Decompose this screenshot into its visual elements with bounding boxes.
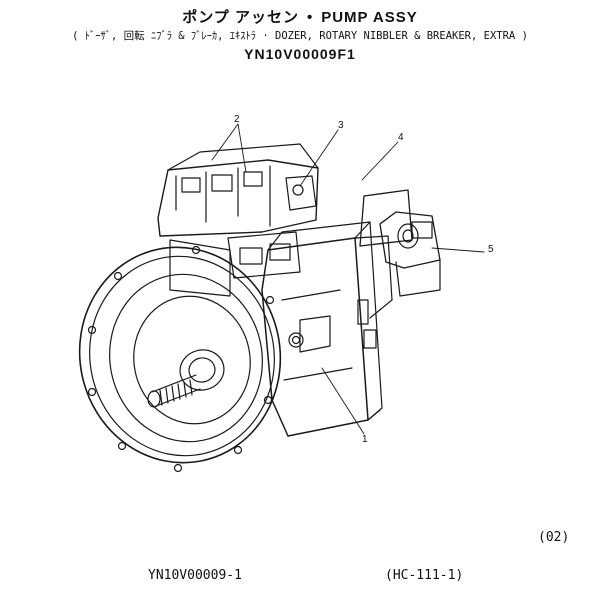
callout-3: 3 bbox=[338, 120, 344, 131]
drawing-number: YN10V00009-1 bbox=[148, 568, 242, 583]
part-number: YN10V00009F1 bbox=[244, 46, 356, 62]
callout-1: 1 bbox=[362, 434, 368, 445]
callout-2: 2 bbox=[234, 114, 240, 125]
regulator-block bbox=[157, 143, 319, 297]
page-code: (02) bbox=[538, 530, 570, 545]
callouts: 1 2 3 4 5 bbox=[234, 114, 494, 445]
pump-housing bbox=[261, 221, 383, 437]
title-separator: • bbox=[306, 9, 314, 26]
mounting-flange bbox=[78, 245, 282, 473]
rear-section bbox=[354, 235, 393, 421]
callout-4: 4 bbox=[398, 132, 404, 143]
diagram-header: ポンプ アッセン • PUMP ASSY ( ﾄﾞｰｻﾞ, 回転 ﾆﾌﾞﾗ & ﾌﾞ… bbox=[0, 8, 600, 64]
leader-lines bbox=[211, 123, 485, 435]
diagram-subtitle: ( ﾄﾞｰｻﾞ, 回転 ﾆﾌﾞﾗ & ﾌﾞﾚｰｶ, ｴｷｽﾄﾗ · DOZER,… bbox=[72, 30, 528, 42]
title-en: PUMP ASSY bbox=[321, 9, 418, 26]
callout-5: 5 bbox=[488, 244, 494, 255]
diagram-title: ポンプ アッセン • PUMP ASSY bbox=[0, 8, 600, 28]
title-jp: ポンプ アッセン bbox=[182, 9, 299, 26]
reference-code: (HC-111-1) bbox=[385, 568, 464, 583]
gear-pump bbox=[359, 189, 441, 297]
spline-shaft bbox=[147, 374, 201, 408]
